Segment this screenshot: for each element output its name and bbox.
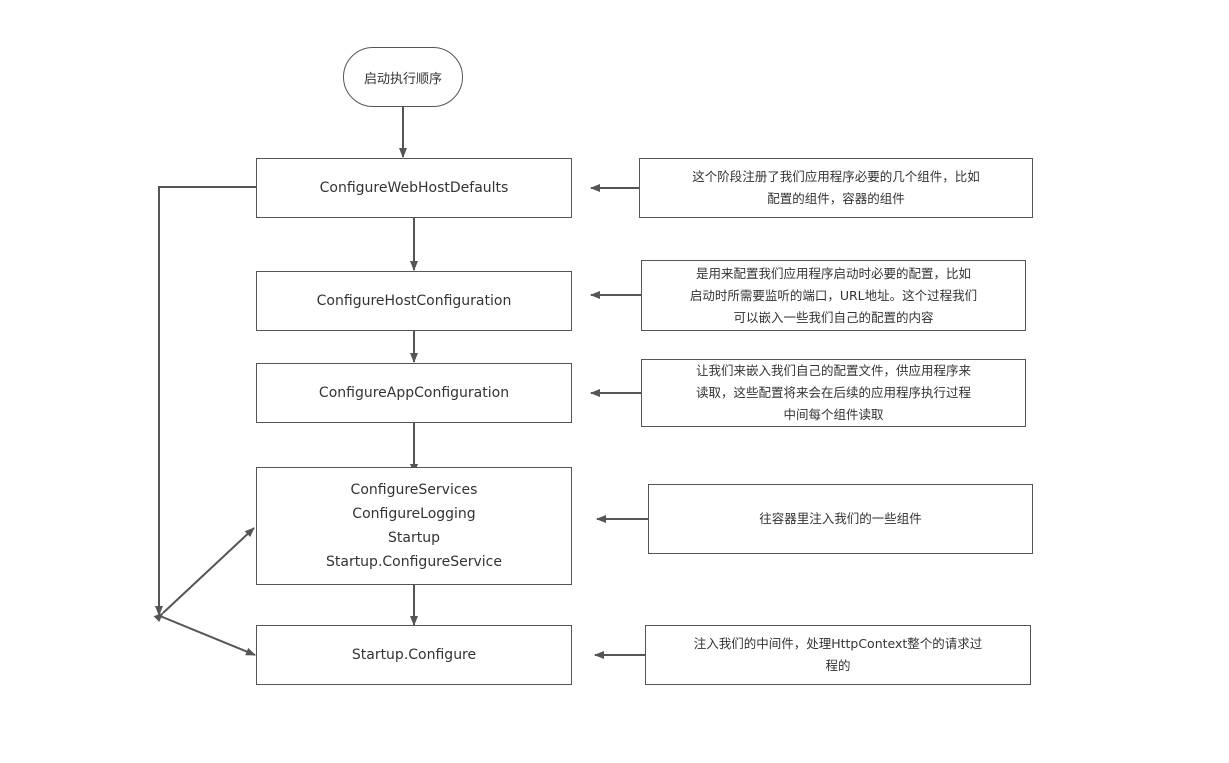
step-startup-configure: Startup.Configure	[256, 625, 572, 685]
note-line: 中间每个组件读取	[783, 407, 884, 422]
note-configure-services: 往容器里注入我们的一些组件	[648, 484, 1033, 554]
note-line: 启动时所需要监听的端口，URL地址。这个过程我们	[689, 287, 978, 303]
note-line: 程的	[825, 658, 851, 673]
start-node: 启动执行顺序	[343, 47, 463, 107]
note-startup-configure: 注入我们的中间件，处理HttpContext整个的请求过 程的	[645, 625, 1031, 685]
step-configure-webhost-defaults: ConfigureWebHostDefaults	[256, 158, 572, 218]
note-line: 往容器里注入我们的一些组件	[759, 511, 922, 526]
note-line: 让我们来嵌入我们自己的配置文件，供应用程序来	[695, 363, 971, 378]
note-host-configuration: 是用来配置我们应用程序启动时必要的配置，比如 启动时所需要监听的端口，URL地址…	[641, 260, 1026, 331]
step-label: ConfigureAppConfiguration	[318, 385, 510, 401]
note-line: 是用来配置我们应用程序启动时必要的配置，比如	[695, 265, 971, 281]
note-webhost-defaults: 这个阶段注册了我们应用程序必要的几个组件，比如 配置的组件，容器的组件	[639, 158, 1033, 218]
step-label: ConfigureWebHostDefaults	[319, 180, 509, 196]
side-arrow-to-step5	[159, 615, 256, 656]
step-configure-services: ConfigureServices ConfigureLogging Start…	[256, 467, 572, 585]
step-label: Startup.Configure	[351, 647, 477, 663]
side-path-down	[155, 186, 256, 616]
note-app-configuration: 让我们来嵌入我们自己的配置文件，供应用程序来 读取，这些配置将来会在后续的应用程…	[641, 359, 1026, 427]
note-line: 注入我们的中间件，处理HttpContext整个的请求过	[693, 636, 983, 651]
step-label: ConfigureLogging	[352, 506, 476, 522]
note-line: 可以嵌入一些我们自己的配置的内容	[733, 309, 934, 325]
step-label: Startup	[388, 530, 440, 546]
note-line: 配置的组件，容器的组件	[767, 191, 905, 206]
side-arrow-to-step4	[153, 527, 255, 623]
step-label: ConfigureServices	[350, 482, 478, 498]
start-label: 启动执行顺序	[363, 71, 442, 87]
note-line: 这个阶段注册了我们应用程序必要的几个组件，比如	[692, 169, 980, 184]
step-configure-host-configuration: ConfigureHostConfiguration	[256, 271, 572, 331]
note-line: 读取，这些配置将来会在后续的应用程序执行过程	[695, 385, 971, 400]
step-label: Startup.ConfigureService	[325, 554, 502, 570]
step-label: ConfigureHostConfiguration	[316, 293, 512, 309]
step-configure-app-configuration: ConfigureAppConfiguration	[256, 363, 572, 423]
